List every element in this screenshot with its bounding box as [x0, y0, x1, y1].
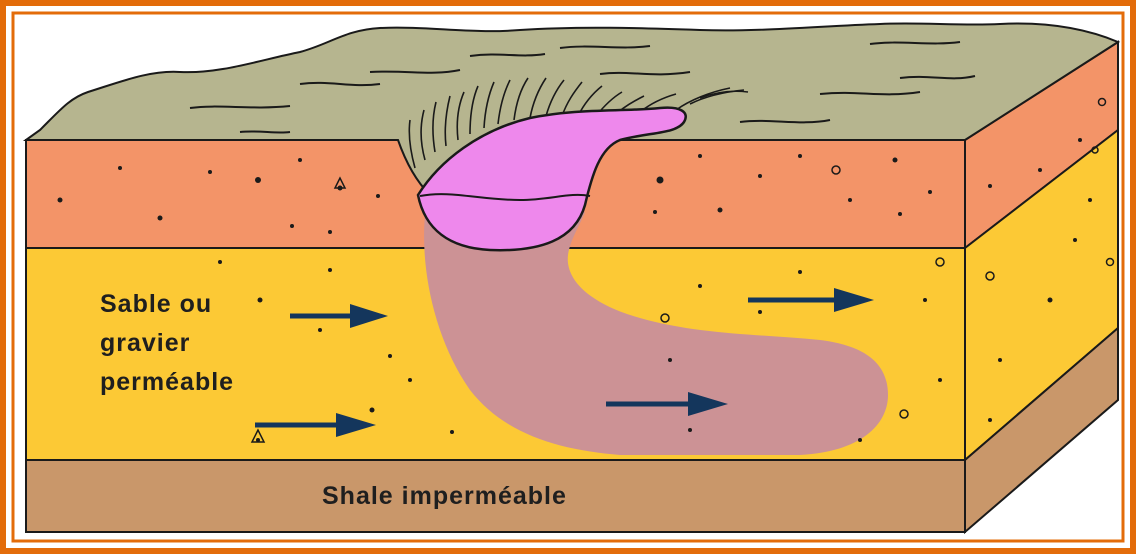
shale-label: Shale imperméable	[322, 482, 567, 510]
sand-label-line1: Sable ou	[100, 290, 212, 318]
sand-label-line2: gravier	[100, 329, 190, 357]
sand-label-line3: perméable	[100, 368, 234, 396]
